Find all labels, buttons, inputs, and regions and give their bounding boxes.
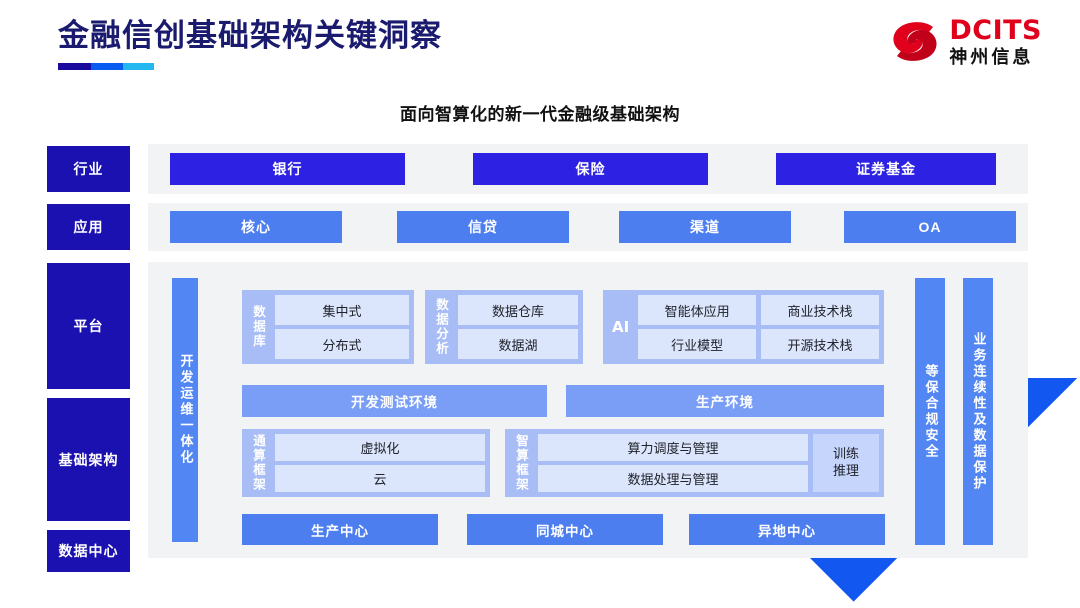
industry-block-insurance[interactable]: 保险: [473, 153, 708, 185]
page-title: 金融信创基础架构关键洞察: [58, 18, 442, 53]
application-block-channel[interactable]: 渠道: [619, 211, 791, 243]
general-compute-label: 通算框架: [251, 434, 265, 492]
title-underline: [58, 62, 154, 70]
ai-card-agent-application[interactable]: 智能体应用: [638, 295, 757, 325]
intelligent-compute-card-train-inference[interactable]: 训练推理: [813, 434, 879, 492]
analytics-cards: 数据仓库 数据湖: [458, 295, 578, 359]
brand-logo: DCITS 神州信息: [889, 17, 1042, 66]
datacenter-block-metro[interactable]: 同城中心: [467, 514, 663, 545]
application-block-oa[interactable]: OA: [844, 211, 1016, 243]
ai-card-commercial-stack[interactable]: 商业技术栈: [761, 295, 880, 325]
application-panel: 核心 信贷 渠道 OA: [148, 203, 1028, 251]
logo-en-text: DCITS: [949, 15, 1042, 46]
database-card-distributed[interactable]: 分布式: [275, 329, 409, 359]
general-compute-card-cloud[interactable]: 云: [275, 465, 485, 492]
application-block-credit[interactable]: 信贷: [397, 211, 569, 243]
general-compute-cards: 虚拟化 云: [275, 434, 485, 492]
ai-group: AI 智能体应用 行业模型 商业技术栈 开源技术栈: [603, 290, 884, 364]
datacenter-label-production: 生产中心: [311, 523, 369, 539]
logo-text: DCITS 神州信息: [949, 17, 1042, 66]
industry-label-insurance: 保险: [575, 161, 606, 177]
sidebar-item-application[interactable]: 应用: [47, 204, 130, 250]
sidebar-label-platform: 平台: [73, 318, 104, 334]
ai-card-columns: 智能体应用 行业模型 商业技术栈 开源技术栈: [638, 295, 880, 359]
industry-label-securities: 证券基金: [856, 161, 916, 177]
intelligent-compute-card-data-processing[interactable]: 数据处理与管理: [538, 465, 808, 492]
logo-cn-text: 神州信息: [949, 47, 1034, 67]
sidebar-item-platform[interactable]: 平台: [47, 263, 130, 389]
environment-label-production: 生产环境: [696, 395, 754, 410]
datacenter-block-remote[interactable]: 异地中心: [689, 514, 885, 545]
compliance-security-bar[interactable]: 等保合规安全: [915, 278, 945, 545]
application-label-channel: 渠道: [690, 219, 720, 235]
database-group: 数据库 集中式 分布式: [242, 290, 414, 364]
database-card-centralized[interactable]: 集中式: [275, 295, 409, 325]
analytics-card-warehouse[interactable]: 数据仓库: [458, 295, 578, 325]
database-group-label: 数据库: [251, 305, 265, 349]
datacenter-label-metro: 同城中心: [536, 523, 594, 539]
application-label-oa: OA: [918, 219, 942, 235]
analytics-group-label: 数据分析: [434, 298, 448, 356]
sidebar-label-infrastructure: 基础架构: [58, 451, 119, 468]
general-compute-group: 通算框架 虚拟化 云: [242, 429, 490, 497]
ai-card-industry-model[interactable]: 行业模型: [638, 329, 757, 359]
devops-label: 开发运维一体化: [178, 354, 194, 466]
datacenter-block-production[interactable]: 生产中心: [242, 514, 438, 545]
devops-vertical-bar[interactable]: 开发运维一体化: [172, 278, 198, 542]
application-label-credit: 信贷: [468, 219, 498, 235]
sidebar-label-datacenter: 数据中心: [58, 543, 119, 559]
sidebar-item-datacenter[interactable]: 数据中心: [47, 530, 130, 572]
application-block-core[interactable]: 核心: [170, 211, 342, 243]
slide-header: 金融信创基础架构关键洞察: [58, 18, 442, 70]
industry-block-bank[interactable]: 银行: [170, 153, 405, 185]
industry-block-securities[interactable]: 证券基金: [776, 153, 996, 185]
environment-block-dev-test[interactable]: 开发测试环境: [242, 385, 547, 417]
general-compute-card-virtualization[interactable]: 虚拟化: [275, 434, 485, 461]
business-continuity-label: 业务连续性及数据保护: [971, 331, 987, 492]
sidebar-label-application: 应用: [73, 219, 104, 235]
intelligent-compute-label: 智算框架: [514, 434, 528, 492]
slide-subtitle: 面向智算化的新一代金融级基础架构: [400, 105, 680, 124]
ai-card-opensource-stack[interactable]: 开源技术栈: [761, 329, 880, 359]
intelligent-compute-group: 智算框架 算力调度与管理 数据处理与管理 训练推理: [505, 429, 884, 497]
ai-group-label: AI: [612, 318, 630, 336]
intelligent-compute-card-scheduling[interactable]: 算力调度与管理: [538, 434, 808, 461]
architecture-panel: 开发运维一体化 数据库 集中式 分布式 数据分析 数据仓库 数据湖 AI 智能体…: [148, 262, 1028, 558]
underline-segment-1: [58, 62, 92, 70]
sidebar-item-industry[interactable]: 行业: [47, 146, 130, 192]
dcits-swirl-icon: [893, 21, 937, 61]
analytics-group: 数据分析 数据仓库 数据湖: [425, 290, 583, 364]
sidebar-label-industry: 行业: [73, 161, 104, 177]
application-label-core: 核心: [241, 219, 271, 235]
ai-column-1: 智能体应用 行业模型: [638, 295, 757, 359]
environment-label-dev-test: 开发测试环境: [351, 395, 438, 410]
industry-panel: 银行 保险 证券基金: [148, 144, 1028, 194]
compliance-security-label: 等保合规安全: [923, 363, 939, 460]
business-continuity-bar[interactable]: 业务连续性及数据保护: [963, 278, 993, 545]
environment-block-production[interactable]: 生产环境: [566, 385, 884, 417]
ai-column-2: 商业技术栈 开源技术栈: [761, 295, 880, 359]
database-cards: 集中式 分布式: [275, 295, 409, 359]
datacenter-label-remote: 异地中心: [758, 523, 816, 539]
industry-label-bank: 银行: [272, 161, 303, 177]
analytics-card-lake[interactable]: 数据湖: [458, 329, 578, 359]
sidebar-item-infrastructure[interactable]: 基础架构: [47, 398, 130, 521]
underline-segment-3: [122, 62, 154, 70]
underline-segment-2: [91, 62, 123, 70]
intelligent-compute-cards: 算力调度与管理 数据处理与管理: [538, 434, 808, 492]
